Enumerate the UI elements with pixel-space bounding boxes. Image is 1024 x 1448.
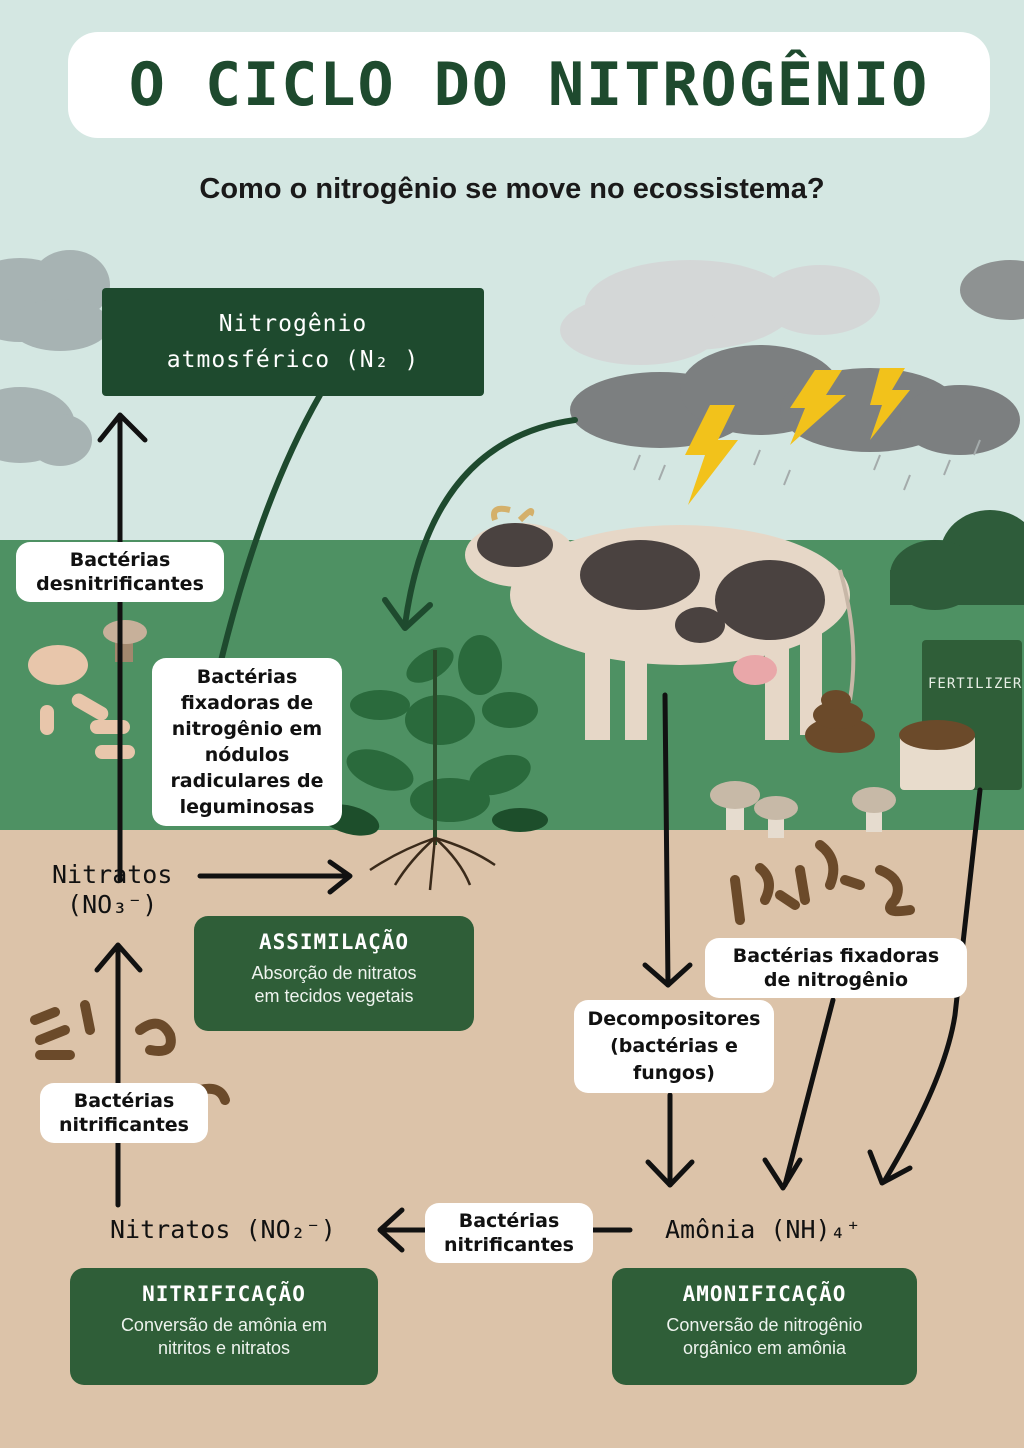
atmospheric-line1: Nitrogênio	[218, 311, 368, 337]
label-nitrogen-fixing-bacteria: Bactérias fixadoras de nitrogênio	[705, 938, 967, 998]
arrow-fixing-to-ammonia	[782, 997, 836, 1188]
node-line: (NO₃⁻)	[67, 890, 158, 919]
process-assimilation: ASSIMILAÇÃO Absorção de nitratos em teci…	[194, 916, 474, 1031]
node-ammonia-nh4: Amônia (NH)₄⁺	[665, 1215, 861, 1244]
label-line: Bactérias	[73, 1090, 175, 1112]
label-line: fixadoras de	[180, 692, 314, 714]
label-line: nitrificantes	[444, 1234, 574, 1256]
arrow-atmosphere-to-roots	[217, 392, 323, 668]
atmospheric-nitrogen-box: Nitrogênio atmosférico (N₂ )	[102, 288, 484, 396]
process-desc: em tecidos vegetais	[254, 986, 414, 1006]
label-line: de nitrogênio	[763, 969, 909, 991]
label-line: nitrogênio em	[171, 718, 323, 740]
label-line: radiculares de	[170, 770, 324, 792]
label-line: Bactérias fixadoras	[732, 945, 940, 967]
manure-icon	[805, 690, 875, 753]
process-nitrification: NITRIFICAÇÃO Conversão de amônia em nitr…	[70, 1268, 378, 1385]
atmosphere-arrows	[217, 392, 578, 668]
label-line: Bactérias	[458, 1210, 560, 1232]
label-line: Decompositores	[587, 1008, 761, 1030]
process-desc: orgânico em amônia	[682, 1338, 847, 1358]
label-line: leguminosas	[179, 796, 315, 818]
process-desc: nitritos e nitratos	[157, 1338, 291, 1358]
label-nitrifying-bacteria-bottom: Bactérias nitrificantes	[425, 1203, 593, 1263]
label-line: nitrificantes	[59, 1114, 189, 1136]
title-banner: O CICLO DO NITROGÊNIO	[68, 32, 990, 138]
bacteria-icon	[28, 645, 135, 759]
process-title: AMONIFICAÇÃO	[682, 1282, 847, 1306]
plant-icon	[320, 635, 548, 891]
label-line: fungos)	[633, 1062, 715, 1084]
lightning-icon	[685, 368, 910, 505]
rain-icon	[633, 439, 981, 491]
process-desc: Conversão de nitrogênio	[666, 1315, 863, 1335]
storm-cloud-icon	[560, 260, 1024, 455]
node-nitrites-no2: Nitratos (NO₂⁻)	[110, 1215, 336, 1244]
process-ammonification: AMONIFICAÇÃO Conversão de nitrogênio org…	[612, 1268, 917, 1385]
label-line: nódulos	[204, 744, 290, 766]
node-line: Nitratos	[52, 860, 173, 889]
mushroom-icon	[103, 620, 896, 838]
fertilizer-label: FERTILIZER	[928, 676, 1023, 692]
cloud-left-bottom	[0, 387, 92, 466]
cycle-arrows	[94, 412, 983, 1253]
process-title: ASSIMILAÇÃO	[258, 930, 410, 954]
label-line: (bactérias e	[610, 1035, 738, 1057]
atmospheric-line2: atmosférico (N₂ )	[166, 347, 420, 373]
page-subtitle: Como o nitrogênio se move no ecossistema…	[199, 173, 825, 205]
label-nitrifying-bacteria-left: Bactérias nitrificantes	[40, 1083, 208, 1143]
arrow-cow-to-decomposers	[662, 692, 671, 988]
node-nitrates-no3: Nitratos (NO₃⁻)	[52, 860, 172, 920]
label-fixing-nodules-bacteria: Bactérias fixadoras de nitrogênio em nód…	[152, 658, 342, 826]
bush-icon	[890, 510, 1024, 610]
page-title: O CICLO DO NITROGÊNIO	[128, 50, 930, 120]
label-decomposers: Decompositores (bactérias e fungos)	[574, 1000, 774, 1093]
cow-icon	[465, 505, 856, 740]
process-desc: Conversão de amônia em	[120, 1315, 328, 1335]
label-line: Bactérias	[196, 666, 298, 688]
fertilizer-bag-icon	[899, 640, 1022, 790]
worm-icon	[730, 840, 915, 925]
label-line: Bactérias	[69, 549, 171, 571]
label-denitrifying-bacteria: Bactérias desnitrificantes	[16, 542, 224, 602]
process-desc: Absorção de nitratos	[251, 963, 417, 983]
label-line: desnitrificantes	[36, 573, 204, 595]
cloud-left-top	[0, 250, 110, 351]
process-title: NITRIFICAÇÃO	[142, 1282, 306, 1306]
arrow-lightning-to-plant	[402, 417, 578, 628]
arrow-fertilizer-to-ammonia	[882, 787, 983, 1183]
